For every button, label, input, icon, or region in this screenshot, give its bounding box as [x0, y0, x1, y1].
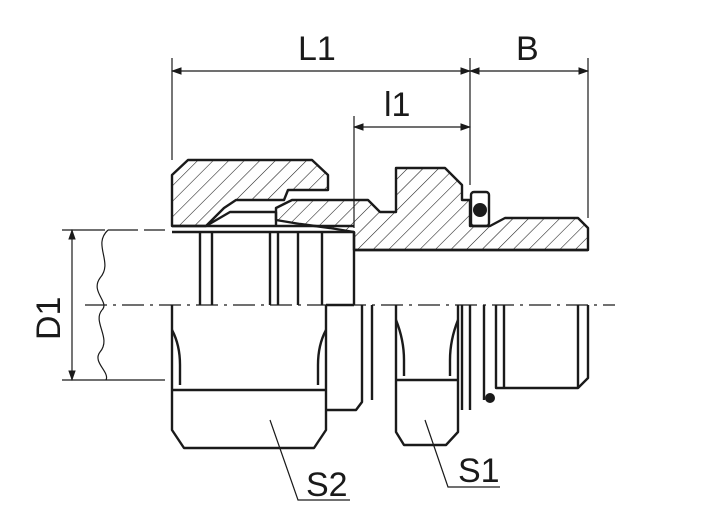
o-ring — [469, 190, 491, 228]
hex-s1-outline — [394, 305, 460, 447]
leader-lines — [269, 419, 500, 501]
lower-view — [170, 303, 590, 450]
upper-section — [170, 158, 590, 305]
label-l1-lower: l1 — [384, 86, 410, 124]
leader-s1 — [424, 419, 500, 488]
nut-outline — [170, 305, 328, 450]
label-b: B — [516, 30, 539, 68]
label-s1: S1 — [458, 452, 500, 490]
thread-end-outline — [494, 305, 590, 390]
leader-s2 — [269, 419, 350, 501]
label-d1: D1 — [30, 297, 68, 340]
dimension-lines — [62, 58, 590, 382]
label-s2: S2 — [306, 466, 348, 504]
label-l1-upper: L1 — [298, 30, 336, 68]
